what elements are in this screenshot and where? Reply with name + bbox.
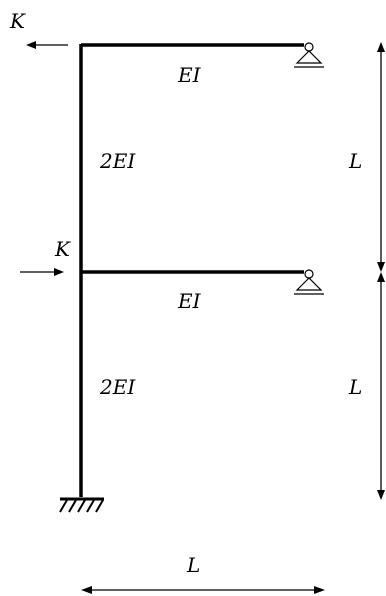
load-label-top: K	[9, 9, 26, 33]
member-label-top-beam: EI	[177, 63, 202, 87]
load-arrow-middle	[20, 268, 64, 276]
member-label-upper-column: 2EI	[99, 149, 136, 173]
roller-support-top	[294, 42, 324, 68]
load-arrow-top	[26, 41, 68, 49]
dimension-label-span: L	[186, 553, 200, 577]
load-label-middle: K	[54, 237, 71, 261]
member-label-lower-column: 2EI	[99, 375, 136, 399]
member-label-lower-beam: EI	[177, 289, 202, 313]
fixed-support	[59, 497, 104, 513]
roller-support-middle	[294, 269, 324, 295]
dimension-label-upper: L	[348, 149, 362, 173]
dimension-label-lower: L	[348, 375, 362, 399]
dimension-upper-height	[377, 42, 385, 272]
dimension-span	[81, 586, 325, 594]
dimension-lower-height	[377, 272, 385, 500]
